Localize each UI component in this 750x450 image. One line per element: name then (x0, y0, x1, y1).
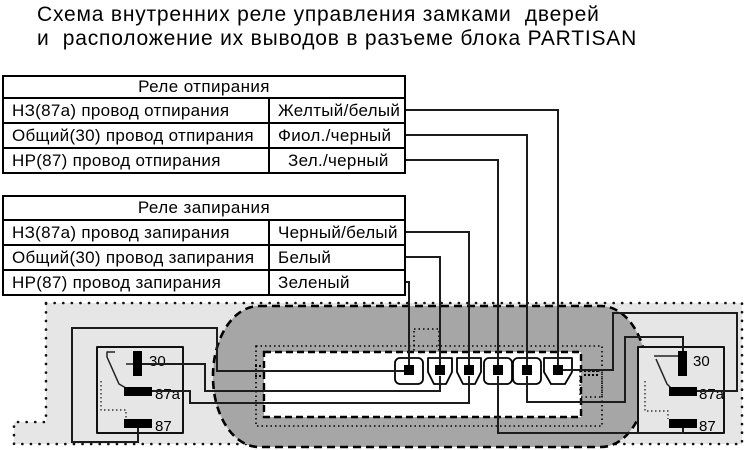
pin-contacts (404, 365, 563, 375)
table-row: Общий(30) провод запирания Белый (4, 246, 404, 271)
pin-5-contact (522, 365, 532, 375)
wire-function-cell: НЗ(87а) провод запирания (4, 221, 270, 244)
relay-unlock-pin30-label: 30 (693, 353, 710, 370)
table-row: Общий(30) провод отпирания Фиол./черный (4, 124, 404, 149)
wire-function-cell: НЗ(87а) провод отпирания (4, 99, 270, 122)
relay-lock-pin30-label: 30 (149, 353, 166, 370)
wire-white (406, 256, 441, 366)
wire-color-cell: Фиол./черный (278, 126, 392, 145)
table-row: НР(87) провод запирания Зеленый (4, 271, 404, 294)
relay-lock-pin87-bar (124, 419, 152, 428)
table-row: НЗ(87а) провод запирания Черный/белый (4, 221, 404, 246)
relay-lock-pin87a-label: 87а (155, 386, 181, 403)
relay-unlock-armature (655, 358, 672, 389)
relay-unlock-pin87-bar (669, 419, 697, 428)
relay-lock-pin30-bar (133, 351, 142, 376)
relay-lock-internal-line (100, 381, 127, 419)
unlock-table-header: Реле отпирания (4, 77, 404, 99)
relay-lock-pin87-label: 87 (155, 418, 172, 435)
wire-unlock-87-to-pin4 (497, 376, 684, 434)
relay-lock-pin87a-bar (124, 387, 152, 396)
lock-table-header: Реле запирания (4, 197, 404, 221)
pin-2-contact (435, 365, 445, 375)
wire-lock-87a-to-pin3 (152, 376, 470, 404)
wire-black-white (406, 231, 470, 366)
wire-lock-30-to-pin2 (142, 363, 441, 392)
relay-unlock-pin87a-bar (669, 387, 697, 396)
wire-color-cell: Желтый/белый (278, 101, 401, 120)
table-wires (406, 109, 559, 366)
title-line-2: и расположение их выводов в разъеме блок… (37, 26, 638, 50)
wire-color-cell: Белый (278, 248, 332, 267)
lock-relay-table: Реле запирания НЗ(87а) провод запирания … (2, 195, 406, 296)
relay-unlock-pin87a-label: 87а (699, 386, 725, 403)
connector-pins (394, 357, 573, 385)
pin-6-contact (553, 365, 563, 375)
page-title: Схема внутренних реле управления замками… (37, 3, 637, 50)
wire-function-cell: НР(87) провод запирания (4, 271, 270, 294)
relay-unlock-internal-line (644, 381, 669, 419)
table-row: НЗ(87а) провод отпирания Желтый/белый (4, 99, 404, 124)
unlock-relay-table: Реле отпирания НЗ(87а) провод отпирания … (2, 75, 406, 174)
wire-yellow-white (406, 109, 559, 366)
wire-unlock-87a-to-pin6 (563, 312, 738, 392)
relay-lock-armature (106, 351, 127, 389)
wire-lock-87-to-pin1 (71, 327, 404, 443)
wire-color-cell: Черный/белый (278, 223, 398, 242)
wire-unlock-30-to-pin5 (526, 336, 684, 403)
table-row: НР(87) провод отпирания Зел./черный (4, 149, 404, 172)
wire-violet-black (406, 134, 528, 366)
relay-unlock-pin30-bar (678, 351, 687, 376)
pin-3-contact (464, 365, 474, 375)
title-line-1: Схема внутренних реле управления замками… (37, 3, 600, 26)
wire-function-cell: НР(87) провод отпирания (4, 149, 270, 172)
pin-4-contact (493, 365, 503, 375)
wire-green (406, 281, 410, 366)
relay-unlock-pin87-label: 87 (699, 418, 716, 435)
connector-outer-outline (255, 345, 603, 427)
wire-green-black (406, 159, 499, 366)
relay-wires (71, 312, 738, 443)
connector-side-notch (579, 370, 603, 398)
wire-function-cell: Общий(30) провод отпирания (4, 124, 270, 147)
wire-function-cell: Общий(30) провод запирания (4, 246, 270, 269)
pin-1-contact (404, 365, 414, 375)
wire-color-cell: Зеленый (278, 273, 350, 292)
wire-color-cell: Зел./черный (288, 151, 389, 170)
